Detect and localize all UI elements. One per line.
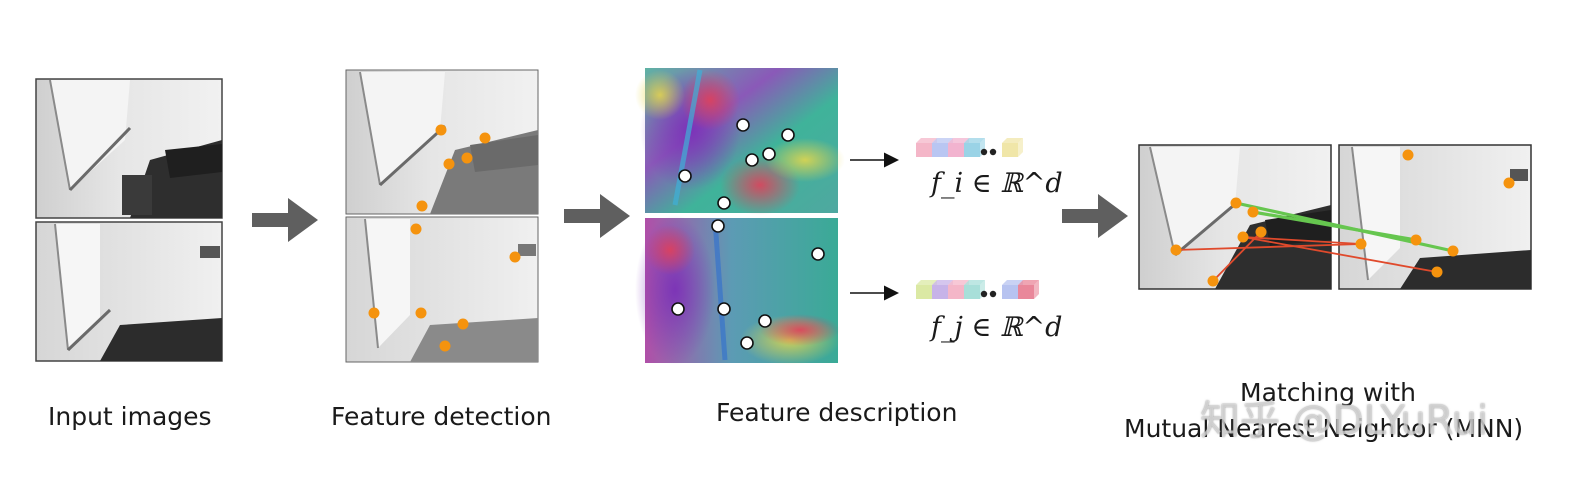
stage-arrow-3 <box>1062 194 1128 238</box>
description-keypoints <box>671 118 825 350</box>
input-image-bottom <box>35 221 223 362</box>
descriptor-cell <box>964 285 980 299</box>
descriptor-cell <box>916 143 932 157</box>
keypoint <box>457 318 469 330</box>
match-keypoint <box>1410 234 1422 246</box>
descriptor-cell-top <box>916 138 937 143</box>
keypoint <box>443 158 455 170</box>
descriptor-cell-top <box>964 280 985 285</box>
detection-keypoints <box>368 124 521 352</box>
descriptor-cell-top <box>1018 280 1039 285</box>
descriptor-cell-top <box>948 138 969 143</box>
keypoint <box>439 340 451 352</box>
descriptor-cell-top <box>1002 138 1023 143</box>
matching-keypoints <box>1170 149 1515 287</box>
feature-map-bottom <box>635 215 840 365</box>
ellipsis-dot <box>989 148 997 156</box>
detection-image-bottom <box>345 216 539 363</box>
descriptor-keypoint <box>711 219 725 233</box>
descriptor-cell-top <box>932 280 953 285</box>
match-keypoint <box>1402 149 1414 161</box>
match-line-correct <box>1252 210 1417 242</box>
keypoint <box>415 307 427 319</box>
keypoint <box>410 223 422 235</box>
descriptor-keypoint <box>762 147 776 161</box>
ellipsis-dot <box>980 290 988 298</box>
keypoint <box>461 152 473 164</box>
descriptor-cell <box>948 285 964 299</box>
label-matching-line1: Matching with <box>1240 378 1416 407</box>
match-keypoint <box>1207 275 1219 287</box>
match-keypoint <box>1503 177 1515 189</box>
descriptor-keypoint <box>781 128 795 142</box>
match-keypoint <box>1237 231 1249 243</box>
descriptor-keypoint <box>717 302 731 316</box>
descriptor-label-fi-text: f_i ∈ ℝ^d <box>931 168 1063 199</box>
match-keypoint <box>1355 238 1367 250</box>
descriptor-vector-fi <box>916 138 1023 157</box>
label-feature-detection: Feature detection <box>331 402 552 431</box>
match-keypoint <box>1431 266 1443 278</box>
descriptor-label-fi: f_i ∈ ℝ^d <box>931 168 1063 199</box>
descriptor-cell <box>964 143 980 157</box>
descriptor-keypoint <box>717 196 731 210</box>
feature-map-top <box>635 68 845 215</box>
descriptor-cell-top <box>916 280 937 285</box>
descriptor-cell-top <box>964 138 985 143</box>
match-line-incorrect <box>1242 236 1438 273</box>
stage-arrow-2 <box>564 194 630 238</box>
descriptor-label-fj: f_j ∈ ℝ^d <box>931 312 1062 343</box>
descriptor-keypoint <box>740 336 754 350</box>
match-keypoint <box>1247 206 1259 218</box>
match-keypoint <box>1170 244 1182 256</box>
keypoint <box>416 200 428 212</box>
descriptor-keypoint <box>758 314 772 328</box>
descriptor-cell <box>948 143 964 157</box>
match-line-incorrect <box>1242 236 1362 245</box>
descriptor-cell-side <box>1034 280 1039 299</box>
match-line-incorrect <box>1175 243 1362 251</box>
ellipsis-dot <box>980 148 988 156</box>
watermark-text: 知乎 @DLYuRui <box>1200 398 1489 444</box>
descriptor-label-fj-text: f_j ∈ ℝ^d <box>931 312 1063 343</box>
stage-arrow-1 <box>252 198 318 242</box>
matching-image-right <box>1338 144 1532 290</box>
label-matching-line2: Mutual Nearest Neighbor (MNN) <box>1124 414 1524 443</box>
descriptor-keypoint <box>678 169 692 183</box>
descriptor-vector-fj <box>916 280 1039 299</box>
descriptor-cell <box>1018 285 1034 299</box>
keypoint <box>479 132 491 144</box>
match-keypoint <box>1230 197 1242 209</box>
descriptor-keypoint <box>671 302 685 316</box>
descriptor-cell <box>932 285 948 299</box>
descriptor-cell-top <box>948 280 969 285</box>
input-image-top <box>35 78 223 219</box>
descriptor-cell <box>916 285 932 299</box>
descriptor-cell <box>932 143 948 157</box>
descriptor-keypoint <box>736 118 750 132</box>
ellipsis-dot <box>989 290 997 298</box>
keypoint <box>368 307 380 319</box>
descriptor-cell-top <box>1002 280 1023 285</box>
keypoint <box>509 251 521 263</box>
detection-image-top <box>345 69 539 215</box>
label-feature-description: Feature description <box>716 398 958 427</box>
match-keypoint <box>1255 226 1267 238</box>
keypoint <box>435 124 447 136</box>
match-line-incorrect <box>1212 231 1262 282</box>
descriptor-keypoint <box>745 153 759 167</box>
descriptor-cell-top <box>932 138 953 143</box>
descriptor-keypoint <box>811 247 825 261</box>
descriptor-cell-side <box>1018 138 1023 157</box>
descriptor-cell <box>1002 285 1018 299</box>
match-keypoint <box>1447 245 1459 257</box>
descriptor-cell <box>1002 143 1018 157</box>
label-input-images: Input images <box>48 402 212 431</box>
